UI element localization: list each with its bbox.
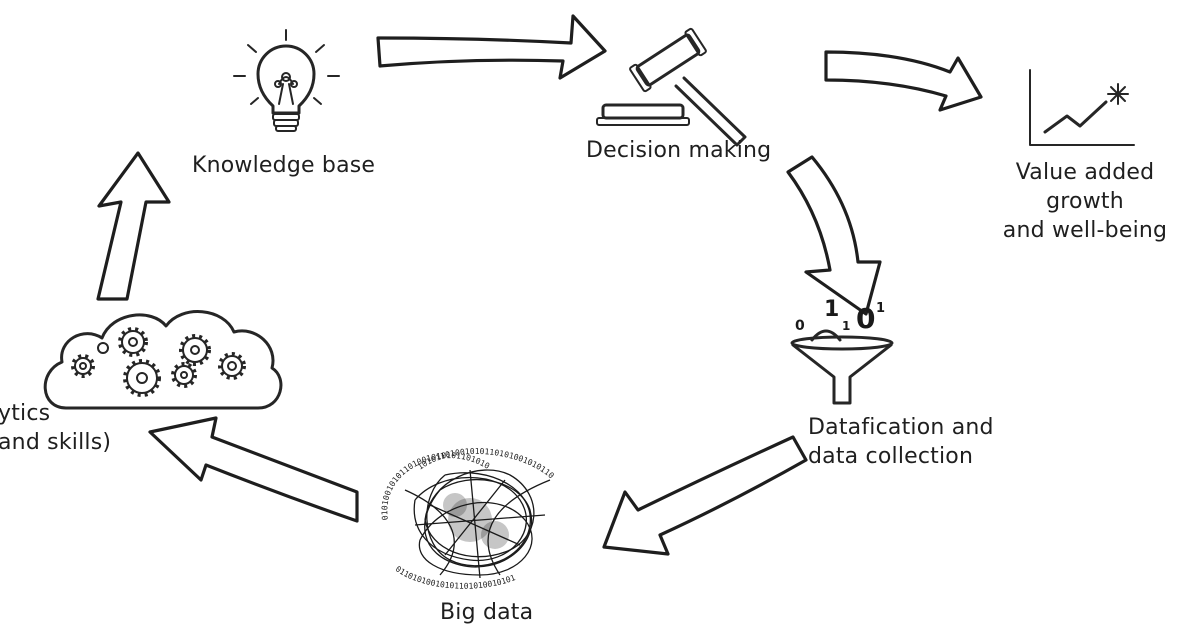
label-value-added-line3: and well-being <box>975 216 1195 245</box>
arrow-knowledge-to-decision <box>378 16 605 78</box>
label-datafication: Datafication and data collection <box>808 413 994 471</box>
gavel-icon <box>597 28 745 145</box>
label-big-data: Big data <box>440 598 533 627</box>
arrow-analytics-to-knowledge <box>98 153 169 299</box>
label-datafication-line2: data collection <box>808 442 994 471</box>
growth-chart-icon <box>1030 70 1134 145</box>
funnel-digit-4: 0 <box>856 302 875 335</box>
arrow-decision-to-value <box>826 52 981 110</box>
arrow-bigdata-to-analytics <box>150 418 357 521</box>
binary-tangle-icon: 01010010101101001010101101010 1010110100… <box>380 447 556 591</box>
label-value-added: Value added growth and well-being <box>975 158 1195 245</box>
arrows <box>98 16 981 554</box>
funnel-digit-3: 1 <box>842 319 850 333</box>
label-knowledge-base: Knowledge base <box>192 151 375 180</box>
funnel-digit-5: 1 <box>876 301 885 316</box>
funnel-icon: 0 1 1 0 1 <box>792 297 892 403</box>
label-decision-making: Decision making <box>586 136 771 165</box>
label-analytics-line1: ytics <box>0 399 111 428</box>
funnel-digit-2: 1 <box>824 297 839 322</box>
arrow-decision-to-datafication <box>788 157 880 314</box>
label-analytics-line2: and skills) <box>0 428 111 457</box>
label-value-added-line2: growth <box>975 187 1195 216</box>
funnel-digit-1: 0 <box>795 318 805 334</box>
binary-ring-3: 01101010010101101010010101 <box>394 564 517 590</box>
label-analytics: ytics and skills) <box>0 399 111 457</box>
label-value-added-line1: Value added <box>975 158 1195 187</box>
cloud-gears-icon <box>45 312 281 408</box>
arrow-datafication-to-bigdata <box>604 437 806 554</box>
lightbulb-icon <box>234 30 339 131</box>
label-datafication-line1: Datafication and <box>808 413 994 442</box>
